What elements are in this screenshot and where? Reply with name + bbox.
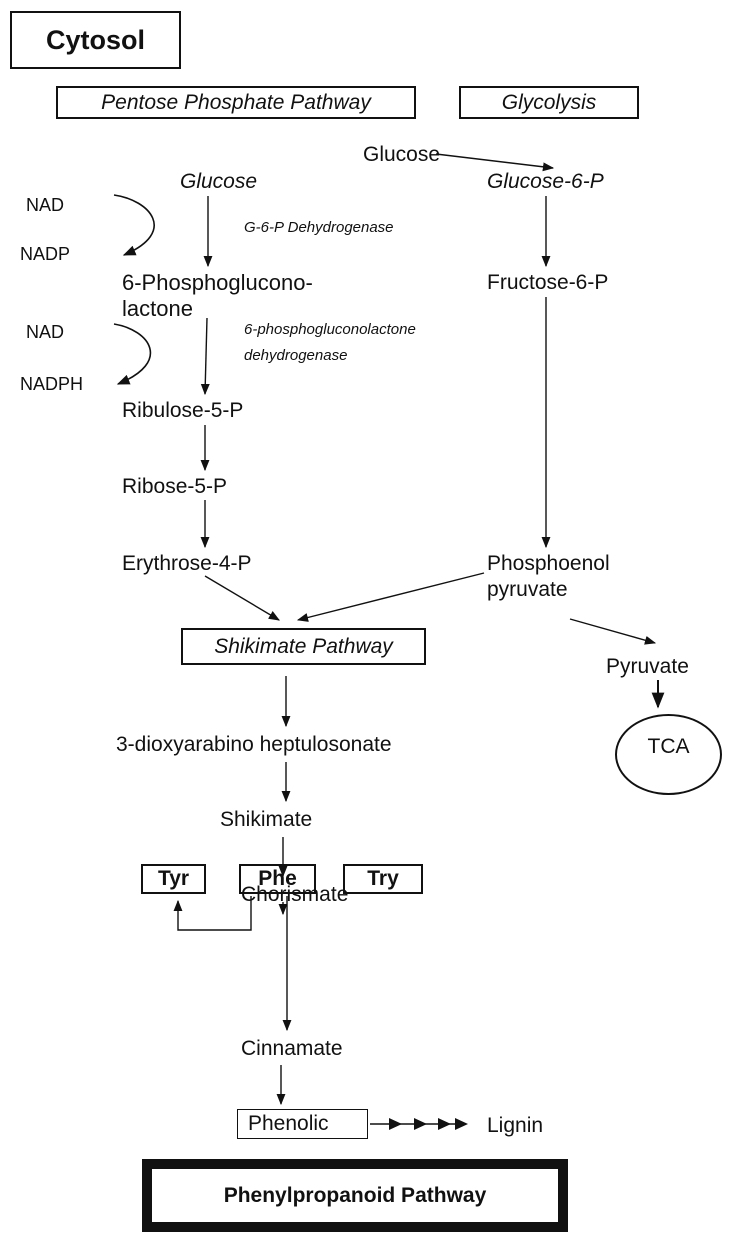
lignin-arrowhead-2 [414,1118,427,1130]
phenolic-box: Phenolic [237,1109,368,1139]
lignin-arrowhead-3 [438,1118,451,1130]
ribulose-5-p-label: Ribulose-5-P [122,399,244,422]
pyruvate-label: Pyruvate [606,655,689,678]
nadp-label: NADP [20,244,71,264]
shikimate-pathway-label: Shikimate Pathway [214,634,393,658]
glucose-ppp-label: Glucose [180,170,258,193]
arrow-pep-to-pyruvate [569,618,657,645]
glycolysis-label: Glycolysis [501,90,597,114]
shikimate-label: Shikimate [220,808,313,831]
tca-ellipse: TCA [615,714,722,795]
ppp-label: Pentose Phosphate Pathway [101,90,371,114]
erythrose-4-p-label: Erythrose-4-P [122,552,252,575]
pgl-enzyme-label-1: 6-phosphogluconolactone [244,321,416,338]
try-label: Try [367,867,399,890]
lignin-label: Lignin [487,1114,544,1137]
tca-label: TCA [647,734,690,758]
pep-label-2: pyruvate [487,578,568,601]
shikimate-pathway-box: Shikimate Pathway [181,628,426,665]
arrow-erythrose-to-shikimate [204,575,280,621]
tyr-label: Tyr [157,867,190,890]
phosphoglucono-label-2: lactone [122,296,193,321]
glucose-label: Glucose [363,143,441,166]
g6pd-enzyme-label: G-6-P Dehydrogenase [244,219,394,236]
nad-label-2: NAD [26,322,65,342]
phosphoglucono-label-1: 6-Phosphoglucono- [122,270,313,295]
fructose-6-p-label: Fructose-6-P [487,271,609,294]
lignin-arrowhead-4 [455,1118,468,1130]
phenylpropanoid-box: Phenylpropanoid Pathway [142,1159,568,1232]
lignin-arrowhead-1 [389,1118,402,1130]
nad-label-1: NAD [26,195,65,215]
arrow-nad-to-nadp [113,194,155,256]
phenylpropanoid-label: Phenylpropanoid Pathway [223,1183,487,1207]
arrow-phe-to-tyr [173,896,252,931]
glycolysis-box: Glycolysis [459,86,639,119]
dahp-label: 3-dioxyarabino heptulosonate [116,733,392,756]
glucose-6-p-label: Glucose-6-P [487,170,604,193]
nadph-label: NADPH [20,374,84,394]
ppp-box: Pentose Phosphate Pathway [56,86,416,119]
cytosol-title-box: Cytosol [10,11,181,69]
cytosol-title: Cytosol [45,24,145,55]
arrow-phosphoglucono-to-ribulose [200,317,210,396]
try-box: Try [343,864,423,894]
phenolic-label: Phenolic [248,1112,329,1135]
pep-label-1: Phosphoenol [487,552,610,575]
chorismate-label: Chorismate [241,883,349,906]
ribose-5-p-label: Ribose-5-P [122,475,228,498]
pgl-enzyme-label-2: dehydrogenase [244,347,348,364]
arrow-glucose-to-g6p [435,153,555,172]
tyr-box: Tyr [141,864,206,894]
arrow-nad-to-nadph [113,323,152,385]
arrow-pep-to-shikimate [296,572,485,622]
cinnamate-label: Cinnamate [241,1037,343,1060]
